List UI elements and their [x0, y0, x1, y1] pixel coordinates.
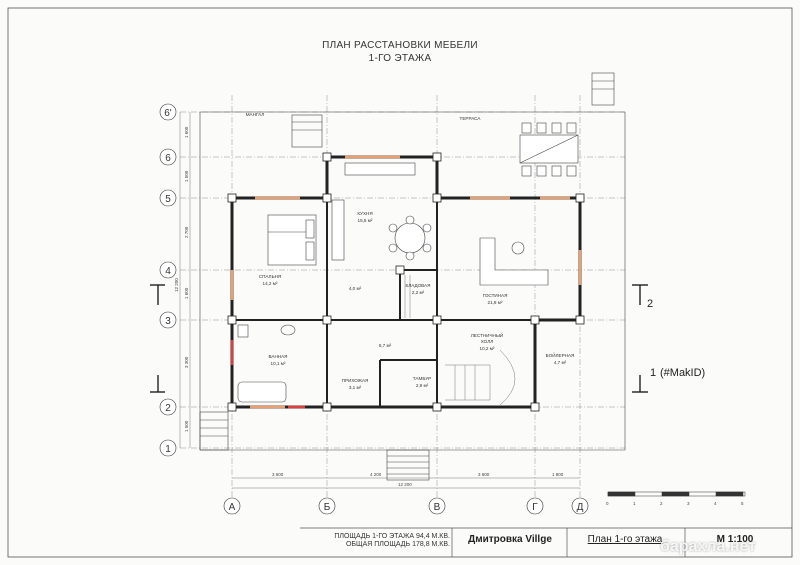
- bath-fixtures: [237, 324, 296, 403]
- scale-label-0: 0: [606, 501, 609, 506]
- watermark: барахла.нет: [660, 538, 757, 555]
- interior-walls: [232, 198, 535, 407]
- scale-bar: [607, 491, 746, 497]
- room-boiler: БОЙЛЕРНАЯ: [546, 351, 575, 358]
- scale-label-2: 2: [660, 501, 663, 506]
- axis-col-a: А: [229, 502, 236, 513]
- dim-bottom-2: 4 200: [370, 472, 382, 477]
- room-entry: ПРИХОЖАЯ: [342, 378, 369, 383]
- scale-label-3: 3: [687, 501, 690, 506]
- dim-left-4: 1 600: [184, 287, 189, 299]
- room-terrace: ТЕРРАСА: [460, 116, 482, 121]
- sheet-name: План 1-го этажа: [587, 534, 663, 545]
- scale-label-4: 4: [714, 501, 717, 506]
- dim-left-2: 1 500: [184, 170, 189, 182]
- dim-left-1: 1 600: [184, 126, 189, 138]
- area-first-floor: ПЛОЩАДЬ 1-ГО ЭТАЖА 94,4 М.КВ.: [334, 533, 450, 540]
- room-stair-hall-area: 10,2 м²: [480, 346, 495, 351]
- axis-row-4: 4: [165, 266, 171, 277]
- room-mangal: МАНГАЛ: [246, 112, 265, 117]
- room-stair-hall: ЛЕСТНИЧНЫЙ: [471, 331, 503, 338]
- area-summary: ПЛОЩАДЬ 1-ГО ЭТАЖА 94,4 М.КВ. ОБЩАЯ ПЛОЩ…: [300, 533, 450, 549]
- project-name: Дмитровка Villge: [468, 534, 552, 545]
- room-bath: ВАННАЯ: [269, 354, 288, 359]
- dim-bottom-3: 3 600: [478, 472, 490, 477]
- title-block: [300, 527, 792, 557]
- bed: [267, 214, 317, 266]
- room-living: ГОСТИНАЯ: [483, 293, 508, 298]
- dim-left-total: 12 200: [174, 278, 179, 292]
- axis-row-1: 1: [165, 444, 171, 455]
- axis-col-g: Г: [532, 502, 538, 513]
- dim-left-6: 1 500: [184, 420, 189, 432]
- room-vestibule: ТАМБУР: [413, 376, 431, 381]
- red-markers: [230, 340, 305, 409]
- axis-row-6p: 6': [164, 108, 172, 119]
- axis-row-6: 6: [165, 153, 171, 164]
- row-axis-markers: [159, 103, 177, 457]
- axis-col-d: Д: [577, 502, 584, 513]
- axis-col-b: Б: [324, 502, 331, 513]
- dim-left-5: 3 300: [184, 356, 189, 368]
- room-kitchen-area: 15,5 м²: [358, 218, 373, 223]
- room-corridor-area: 4,0 м²: [349, 286, 362, 291]
- axis-row-5: 5: [165, 194, 171, 205]
- terrace-table: [519, 122, 579, 177]
- kitchen-counter: [331, 162, 416, 261]
- sofa: [479, 237, 549, 286]
- left-dimension-lines: [179, 112, 191, 448]
- room-bedroom-area: 14,2 м²: [263, 281, 278, 286]
- log-joints: [227, 152, 585, 412]
- drawing-subtitle: 1-ГО ЭТАЖА: [368, 53, 432, 64]
- room-kitchen: КУХНЯ: [357, 211, 372, 216]
- bottom-dimension-lines: [232, 477, 580, 489]
- section-mark-id: (#MakID): [660, 367, 705, 379]
- room-stair-hall-2: ХОЛЛ: [481, 339, 493, 344]
- axis-row-3: 3: [165, 316, 171, 327]
- section-mark-2: 2: [647, 298, 653, 310]
- dim-bottom-1: 3 600: [272, 472, 284, 477]
- room-pantry: КЛАДОВАЯ: [406, 283, 431, 288]
- scale-label-5: 5: [741, 501, 744, 506]
- axis-row-2: 2: [165, 403, 171, 414]
- room-bedroom: СПАЛЬНЯ: [259, 274, 281, 279]
- dim-bottom-4: 1 800: [552, 472, 564, 477]
- room-boiler-area: 4,7 м²: [554, 360, 567, 365]
- section-mark-1: 1: [650, 367, 656, 379]
- room-living-area: 21,8 м²: [488, 300, 503, 305]
- room-bath-area: 10,1 м²: [271, 361, 286, 366]
- entry-steps: [199, 72, 615, 481]
- dim-bottom-total: 12 200: [398, 482, 412, 487]
- section-lines: [150, 284, 648, 393]
- axis-col-v: В: [434, 502, 441, 513]
- dim-left-3: 2 700: [184, 226, 189, 238]
- scale-label-1: 1: [633, 501, 636, 506]
- dining-table: [388, 215, 432, 261]
- room-vestibule-area: 2,9 м²: [416, 383, 429, 388]
- drawing-scale: М 1:100: [716, 534, 754, 545]
- drawing-title: ПЛАН РАССТАНОВКИ МЕБЕЛИ: [322, 40, 478, 51]
- stairs: [404, 275, 516, 406]
- windows: [230, 155, 582, 409]
- area-total: ОБЩАЯ ПЛОЩАДЬ 178,8 М.КВ.: [345, 541, 450, 548]
- room-hall-area: 5,7 м²: [379, 343, 392, 348]
- room-entry-area: 3,1 м²: [349, 385, 362, 390]
- room-pantry-area: 2,2 м²: [412, 290, 425, 295]
- column-axis-markers: [223, 497, 589, 515]
